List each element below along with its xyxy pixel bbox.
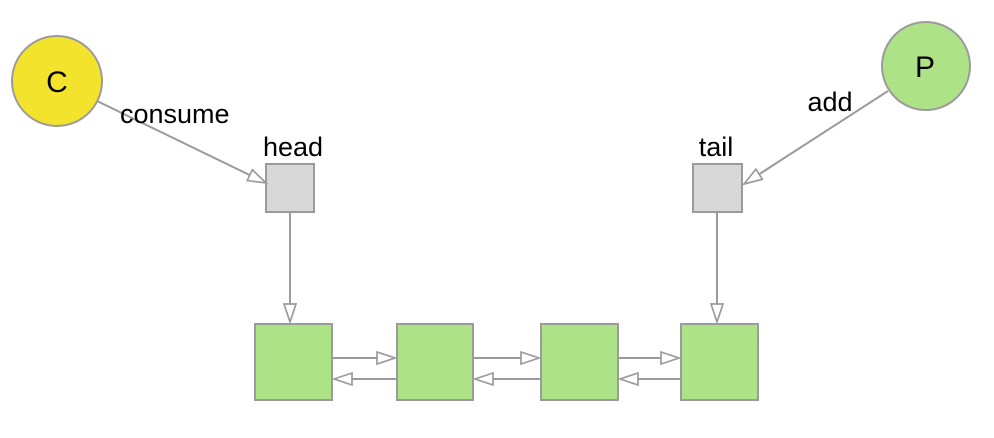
labels-layer: C P consume add head tail <box>46 51 935 162</box>
queue-node-2 <box>396 323 474 401</box>
edges-layer <box>96 90 889 379</box>
queue-node-1 <box>254 323 333 401</box>
head-pointer-box <box>265 163 315 213</box>
consume-edge <box>96 100 266 183</box>
consumer-label: C <box>46 66 68 99</box>
head-pointer-label: head <box>263 132 323 162</box>
tail-pointer-label: tail <box>699 132 734 162</box>
producer-circle <box>881 21 971 111</box>
producer-label: P <box>915 51 935 84</box>
tail-pointer-box <box>692 163 743 213</box>
add-edge <box>744 90 889 184</box>
shapes-layer <box>11 21 971 401</box>
add-edge-label: add <box>807 87 852 117</box>
consume-edge-label: consume <box>120 99 230 129</box>
queue-node-3 <box>540 323 619 401</box>
consumer-circle <box>11 35 103 127</box>
queue-node-4 <box>680 323 759 401</box>
